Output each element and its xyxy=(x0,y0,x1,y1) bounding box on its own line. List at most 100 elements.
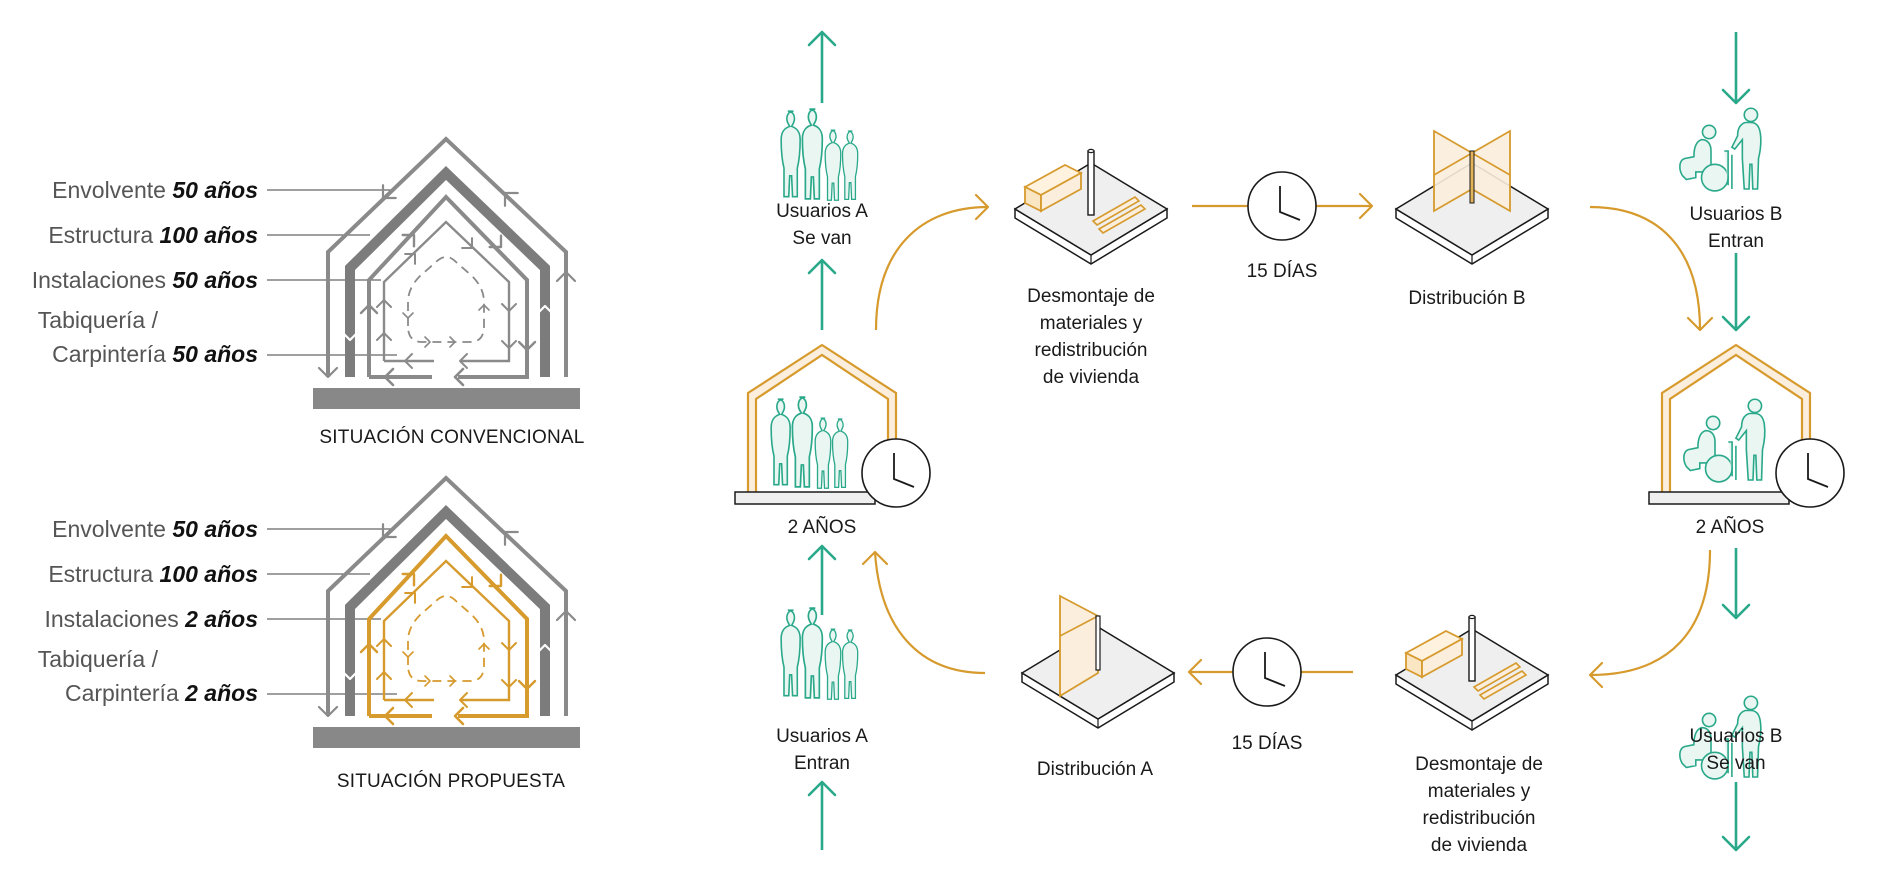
users-b-enter-arrow-bottom xyxy=(1721,253,1751,332)
caption-line: redistribución xyxy=(1422,808,1536,829)
arrowhead-icon xyxy=(807,30,837,47)
arrowhead-icon xyxy=(383,367,395,387)
layer-name: Estructura xyxy=(48,222,154,248)
partition-edge xyxy=(1471,152,1511,176)
caption-line: Usuarios B xyxy=(1689,726,1783,747)
arrowhead-icon xyxy=(501,679,517,688)
house-users-b xyxy=(1648,343,1845,508)
caption-line: Desmontaje de xyxy=(1415,754,1543,775)
clock-icon xyxy=(1775,438,1845,508)
arrowhead-icon xyxy=(1588,661,1604,689)
arrowhead-icon xyxy=(404,353,413,369)
layer-years: 50 años xyxy=(172,516,258,542)
arrowhead-icon xyxy=(1721,603,1751,620)
arrowhead-icon xyxy=(503,191,519,207)
tabiqueria-layer xyxy=(382,559,511,702)
arrowhead-icon xyxy=(1721,315,1751,332)
arrowhead-icon xyxy=(974,193,990,221)
arrowhead-icon xyxy=(555,609,577,622)
users-a-enter-arrow-bottom xyxy=(807,780,837,850)
arrowhead-icon xyxy=(317,366,339,379)
arrowhead-icon xyxy=(488,234,503,249)
layer-years: 50 años xyxy=(172,177,258,203)
caption-line: Entran xyxy=(1708,231,1764,252)
arrowhead-icon xyxy=(861,550,889,566)
users-a-leave-figures xyxy=(781,109,858,200)
material-planks xyxy=(1472,662,1522,692)
instalaciones-layer xyxy=(367,533,529,718)
caption-line: materiales y xyxy=(1039,313,1143,334)
foundation-slab xyxy=(313,727,580,748)
arrowhead-icon xyxy=(807,544,837,561)
dismantle-platform-top xyxy=(1013,148,1169,265)
arrowhead-icon xyxy=(1686,316,1714,332)
arrowhead-icon xyxy=(1721,835,1751,852)
layer-name: Instalaciones xyxy=(44,606,179,632)
arrowhead-icon xyxy=(1358,192,1374,220)
title-conventional: SITUACIÓN CONVENCIONAL xyxy=(319,427,585,448)
arrowhead-icon xyxy=(376,299,392,308)
arrowhead-icon xyxy=(359,303,379,315)
caption-clock-top: 15 DÍAS xyxy=(1246,261,1318,282)
arrowhead-icon xyxy=(1721,88,1751,105)
envolvente-layer xyxy=(326,136,568,377)
caption-line: Se van xyxy=(792,228,852,249)
label-envolvente-proposed: Envolvente 50 años xyxy=(0,516,258,542)
flow-arc xyxy=(873,551,986,675)
foundation-slab xyxy=(313,388,580,409)
users-b-leave-arrow-bottom xyxy=(1721,782,1751,852)
material-box xyxy=(1421,637,1463,679)
layer-name: Instalaciones xyxy=(31,267,166,293)
arrowhead-icon xyxy=(401,572,416,587)
arrowhead-icon xyxy=(459,353,468,369)
caption-line: Usuarios B xyxy=(1689,204,1783,225)
caption-dismantle-top: Desmontaje de materiales y redistribució… xyxy=(1027,283,1155,391)
clock-15-days-bottom xyxy=(1187,637,1353,707)
caption-line: Se van xyxy=(1706,753,1766,774)
conventional-house-diagram xyxy=(267,136,580,409)
estructura-layer xyxy=(345,505,550,716)
label-tabiqueria-conventional-line1: Tabiquería / xyxy=(0,307,158,333)
column-post xyxy=(1095,615,1101,671)
caption-line: de vivienda xyxy=(1430,835,1528,856)
caption-users-a-leave: Usuarios A Se van xyxy=(776,198,868,252)
arrowhead-icon xyxy=(359,642,379,654)
material-planks xyxy=(1478,670,1528,700)
arrowhead-icon xyxy=(517,340,537,352)
label-estructura-proposed: Estructura 100 años xyxy=(0,561,258,587)
arrowhead-icon xyxy=(376,638,392,647)
estructura-layer xyxy=(345,166,550,377)
clock-icon xyxy=(1247,171,1317,241)
label-carpinteria-proposed: Carpintería 2 años xyxy=(0,680,258,706)
arrowhead-icon xyxy=(478,304,490,311)
caption-clock-bottom: 15 DÍAS xyxy=(1231,733,1303,754)
column-post xyxy=(1469,150,1475,204)
dashed-cycle xyxy=(407,256,485,343)
arrowhead-icon xyxy=(381,523,397,539)
label-estructura-conventional: Estructura 100 años xyxy=(0,222,258,248)
users-a-leave-arrow-top xyxy=(807,30,837,103)
label-carpinteria-conventional: Carpintería 50 años xyxy=(0,341,258,367)
arrowhead-icon xyxy=(501,642,517,651)
column-post xyxy=(1087,150,1095,216)
arrowhead-icon xyxy=(424,675,431,687)
layer-years: 2 años xyxy=(185,606,258,632)
tabiqueria-layer xyxy=(382,220,511,363)
arrowhead-icon xyxy=(461,576,473,588)
clock-15-days-top xyxy=(1192,171,1374,241)
arrowhead-icon xyxy=(383,706,395,726)
partition-edge xyxy=(1433,152,1473,176)
arrowhead-icon xyxy=(453,367,465,387)
layer-name: Tabiquería / xyxy=(37,646,158,672)
house-base xyxy=(1648,491,1790,505)
arrowhead-icon xyxy=(402,651,414,658)
layer-years: 100 años xyxy=(159,561,258,587)
clock-icon xyxy=(861,438,931,508)
arc-distribution-a-to-house-a xyxy=(861,550,986,675)
arrowhead-icon xyxy=(404,592,416,604)
arrowhead-icon xyxy=(453,706,465,726)
caption-users-b-leave: Usuarios B Se van xyxy=(1690,723,1783,777)
users-b-leave-arrow-top xyxy=(1721,548,1751,620)
arrowhead-icon xyxy=(338,328,362,342)
